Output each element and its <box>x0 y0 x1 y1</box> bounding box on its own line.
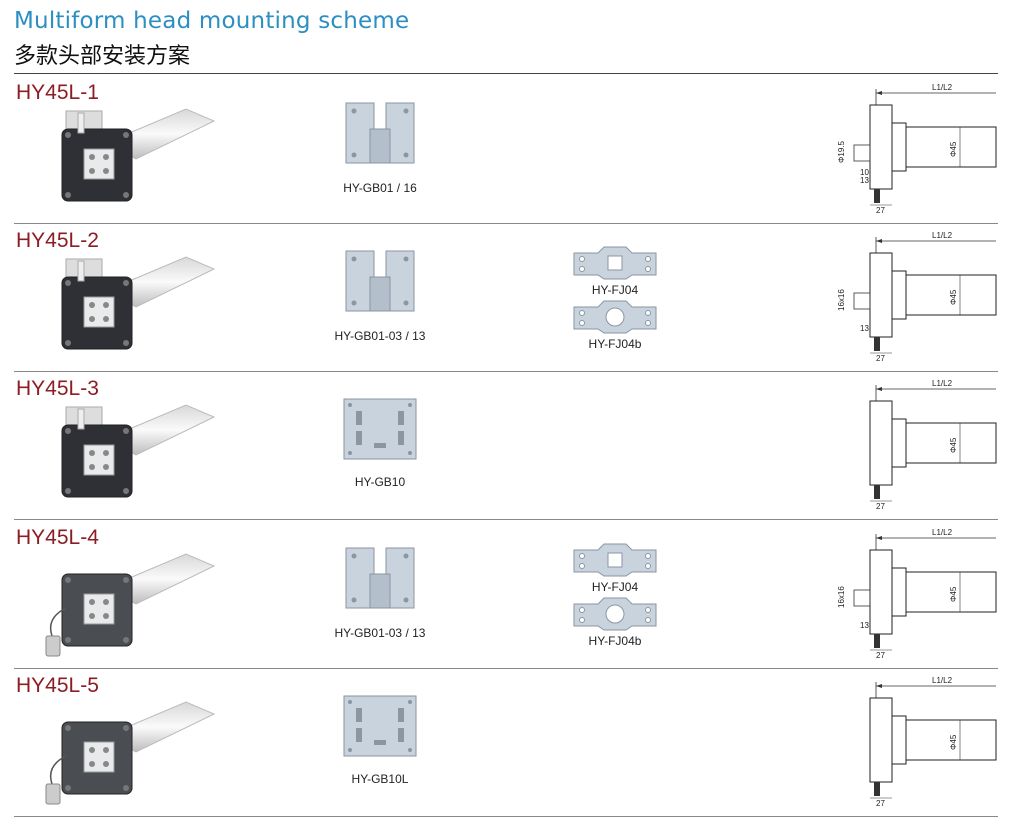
row-divider <box>14 223 998 224</box>
dim-diameter: Φ45 <box>949 734 958 750</box>
dim-length: L1/L2 <box>932 231 953 240</box>
dim-c: 27 <box>876 799 885 806</box>
product-row: HY45L-3 HY-GB10 L1/L2 <box>14 371 998 520</box>
bracket-image <box>330 99 430 179</box>
bracket-label: HY-GB01-03 / 13 <box>334 329 426 343</box>
dimension-drawing: L1/L2 Φ45 27 16x16 13 <box>810 231 998 363</box>
dim-a: 10 <box>860 168 869 177</box>
row-divider <box>14 816 998 817</box>
plate-image <box>570 243 660 283</box>
bracket-label: HY-GB01-03 / 13 <box>334 626 426 640</box>
title-divider <box>14 73 998 74</box>
dimension-drawing: L1/L2 Φ45 27 <box>810 379 998 511</box>
dim-diameter: Φ45 <box>949 586 958 602</box>
page-title-cn: 多款头部安装方案 <box>14 44 191 69</box>
dim-length: L1/L2 <box>932 83 953 92</box>
dim-b: 13 <box>860 176 869 185</box>
row-divider <box>14 371 998 372</box>
plate-label: HY-FJ04b <box>588 634 642 648</box>
plate-label: HY-FJ04 <box>591 580 639 594</box>
motor-head-image <box>36 251 216 363</box>
motor-head-image <box>36 103 216 215</box>
model-name: HY45L-3 <box>16 377 99 400</box>
dimension-drawing: L1/L2 Φ45 27 16x16 13 <box>810 528 998 660</box>
dim-b: 13 <box>860 324 869 333</box>
dim-shaft: 16x16 <box>837 289 846 311</box>
dim-diameter: Φ45 <box>949 437 958 453</box>
dim-c: 27 <box>876 651 885 658</box>
page-title-en: Multiform head mounting scheme <box>14 8 410 34</box>
bracket-image <box>330 692 430 772</box>
bracket-label: HY-GB10 <box>354 475 406 489</box>
plate-label: HY-FJ04b <box>588 337 642 351</box>
product-row: HY45L-5 HY-GB10L L1/L2 <box>14 668 998 817</box>
model-name: HY45L-1 <box>16 81 99 104</box>
row-divider <box>14 519 998 520</box>
bracket-image <box>330 544 430 624</box>
dim-c: 27 <box>876 502 885 509</box>
dim-b: 13 <box>860 621 869 630</box>
dim-shaft: 16x16 <box>837 586 846 608</box>
bracket-image <box>330 247 430 327</box>
plate-image <box>570 297 660 337</box>
bracket-label: HY-GB10L <box>351 772 409 786</box>
dim-length: L1/L2 <box>932 676 953 685</box>
model-name: HY45L-5 <box>16 674 99 697</box>
dim-diameter: Φ45 <box>949 289 958 305</box>
dimension-drawing: L1/L2 Φ45 27 <box>810 676 998 808</box>
plate-image <box>570 594 660 634</box>
model-name: HY45L-4 <box>16 526 99 549</box>
dim-c: 27 <box>876 354 885 361</box>
dim-shaft: Φ19.5 <box>837 140 846 163</box>
dim-length: L1/L2 <box>932 379 953 388</box>
motor-head-image <box>36 548 216 660</box>
model-name: HY45L-2 <box>16 229 99 252</box>
product-row: HY45L-2 HY-GB01-03 / 13 HY-FJ04 <box>14 223 998 372</box>
dim-c: 27 <box>876 206 885 213</box>
product-row: HY45L-1 HY-GB01 / 16 L1/L2 Φ45 <box>14 75 998 224</box>
plate-label: HY-FJ04 <box>591 283 639 297</box>
bracket-image <box>330 395 430 475</box>
dim-diameter: Φ45 <box>949 141 958 157</box>
bracket-label: HY-GB01 / 16 <box>343 181 417 195</box>
row-divider <box>14 668 998 669</box>
product-row: HY45L-4 HY-GB01-03 / 13 HY-FJ04 <box>14 520 998 669</box>
motor-head-image <box>36 399 216 511</box>
motor-head-image <box>36 696 216 808</box>
plate-image <box>570 540 660 580</box>
dim-length: L1/L2 <box>932 528 953 537</box>
